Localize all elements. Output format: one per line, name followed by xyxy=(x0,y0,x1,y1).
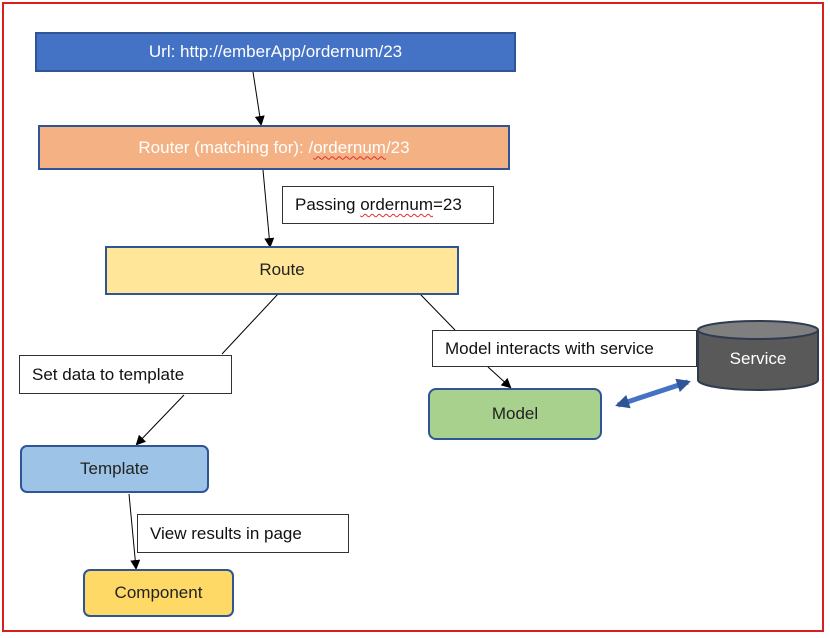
line-route-to-model-label xyxy=(419,293,456,331)
service-node-label-wrap: Service xyxy=(698,340,818,378)
router-node-suffix: /23 xyxy=(385,137,410,157)
template-node: Template xyxy=(20,445,209,493)
double-arrow-model-service xyxy=(615,378,691,409)
router-node-keyword: ordernum xyxy=(313,137,386,157)
route-node-label: Route xyxy=(259,260,305,279)
router-node: Router (matching for): /ordernum/23 xyxy=(38,125,510,170)
url-node: Url: http://emberApp/ordernum/23 xyxy=(35,32,516,72)
diagram-frame xyxy=(2,2,824,632)
arrow-model-label-to-model xyxy=(487,366,512,389)
service-cylinder xyxy=(697,320,819,391)
component-node-label: Component xyxy=(114,583,203,602)
url-node-prefix: Url: http:// xyxy=(148,42,223,61)
set-data-text: Set data to template xyxy=(32,364,185,384)
url-node-host: emberApp xyxy=(222,42,301,61)
model-node-label: Model xyxy=(491,404,539,423)
view-results-text: View results in page xyxy=(150,523,302,543)
passing-prefix: Passing xyxy=(295,195,356,214)
view-results-label: View results in page xyxy=(137,514,349,553)
passing-ordernum-label: Passing ordernum =23 xyxy=(282,186,494,224)
passing-suffix: =23 xyxy=(432,195,462,214)
url-node-path: /ordernum/23 xyxy=(301,42,403,61)
service-node-label: Service xyxy=(729,349,787,368)
line-route-to-set-data xyxy=(221,293,279,355)
model-interacts-label: Model interacts with service xyxy=(432,330,697,367)
arrow-template-to-component xyxy=(128,493,141,570)
passing-keyword: ordernum xyxy=(360,195,433,214)
route-node: Route xyxy=(105,246,459,295)
arrow-url-to-router xyxy=(252,71,265,126)
component-node: Component xyxy=(83,569,234,617)
model-interacts-text: Model interacts with service xyxy=(445,338,654,358)
set-data-label: Set data to template xyxy=(19,355,232,394)
arrow-set-data-to-template xyxy=(135,394,185,446)
router-node-prefix: Router (matching for): / xyxy=(138,137,314,157)
arrow-router-to-route xyxy=(262,169,275,248)
model-node: Model xyxy=(428,388,602,440)
template-node-label: Template xyxy=(80,459,149,478)
